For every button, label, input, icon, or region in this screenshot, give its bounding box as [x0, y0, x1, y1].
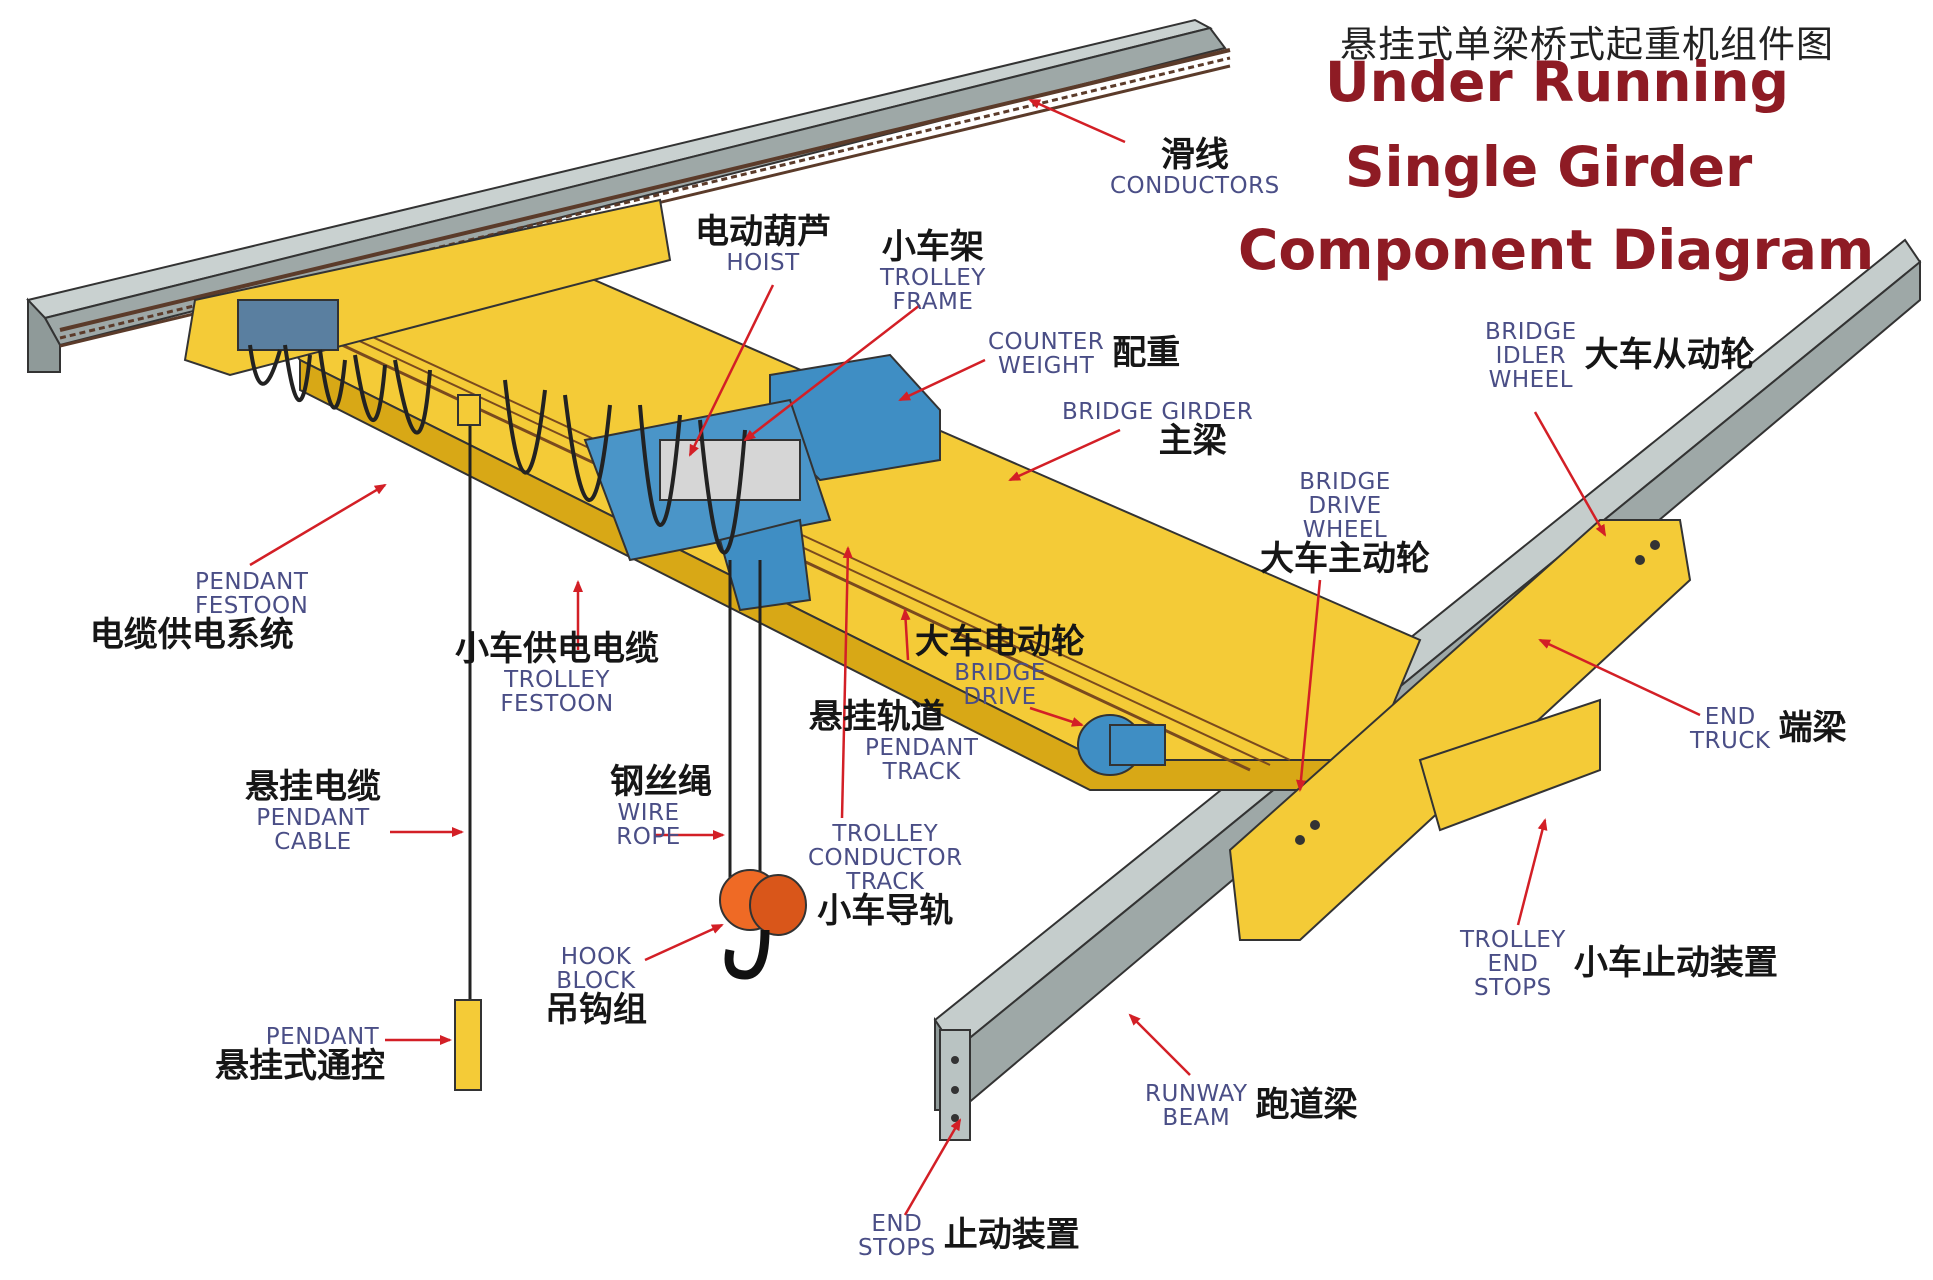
label-trolley-festoon-en1: TROLLEY	[504, 666, 610, 693]
label-bridge-drive-wheel: BRIDGE DRIVE WHEEL 大车主动轮	[1260, 470, 1430, 578]
label-pendant-cable-en2: CABLE	[274, 828, 352, 855]
label-hook-block-cn: 吊钩组	[545, 990, 647, 1031]
label-bridge-girder-cn: 主梁	[1158, 421, 1227, 462]
label-pendant-track: 悬挂轨道 PENDANT TRACK	[775, 697, 979, 785]
label-counter-weight-en1: COUNTER	[988, 329, 1105, 355]
hook-assembly	[719, 560, 807, 980]
label-trolley-end-stops-en2: END	[1487, 951, 1539, 978]
label-trolley-conductor-track-cn: 小车导轨	[817, 891, 954, 932]
label-bridge-girder-en: BRIDGE GIRDER	[1062, 399, 1254, 425]
title-chinese: 悬挂式单梁桥式起重机组件图	[1340, 23, 1834, 66]
label-conductors: 滑线 CONDUCTORS	[1110, 135, 1280, 199]
label-bridge-drive-wheel-en2: DRIVE	[1308, 493, 1382, 520]
label-trolley-frame-en1: TROLLEY	[880, 264, 986, 291]
label-bridge-drive-en2: DRIVE	[963, 683, 1037, 710]
label-trolley-end-stops: TROLLEY END STOPS 小车止动装置	[1460, 927, 1778, 1002]
label-bridge-drive-wheel-en1: BRIDGE	[1299, 469, 1391, 495]
right-end-truck	[1228, 519, 1692, 941]
title-line-1: Under Running	[1325, 50, 1789, 114]
label-trolley-frame-cn: 小车架	[881, 227, 984, 267]
leader-arrows	[249, 98, 1701, 1216]
label-bridge-idler-wheel-cn: 大车从动轮	[1584, 335, 1755, 376]
bridge-drive-motor	[1077, 714, 1166, 776]
label-bridge-drive-wheel-cn: 大车主动轮	[1260, 539, 1430, 580]
label-end-truck-en2: TRUCK	[1690, 728, 1771, 755]
label-trolley-frame: 小车架 TROLLEY FRAME	[880, 227, 986, 315]
label-wire-rope-en2: ROPE	[616, 823, 681, 850]
label-pendant-track-en2: TRACK	[882, 758, 961, 785]
label-trolley-festoon-cn: 小车供电电缆	[455, 629, 659, 669]
label-pendant-cn: 悬挂式通控	[215, 1046, 385, 1087]
label-trolley-end-stops-en1: TROLLEY	[1460, 927, 1566, 953]
label-bridge-drive-en1: BRIDGE	[954, 659, 1046, 686]
label-bridge-idler-wheel-en3: WHEEL	[1488, 367, 1574, 394]
label-bridge-idler-wheel-en2: IDLER	[1495, 343, 1566, 370]
label-pendant-cable-en1: PENDANT	[256, 804, 370, 831]
label-pendant-cable: 悬挂电缆 PENDANT CABLE	[245, 767, 381, 855]
label-end-stops: END STOPS 止动装置	[858, 1212, 1080, 1260]
label-bridge-drive: 大车电动轮 BRIDGE DRIVE	[915, 622, 1085, 710]
left-end-truck	[183, 198, 672, 377]
label-bridge-drive-cn: 大车电动轮	[915, 622, 1085, 662]
label-hook-block-en1: HOOK	[560, 944, 632, 970]
label-hook-block-en2: BLOCK	[556, 968, 636, 995]
label-trolley-conductor-track-en2: CONDUCTOR	[808, 845, 963, 872]
label-hoist: 电动葫芦 HOIST	[695, 212, 831, 276]
label-end-truck-en1: END	[1704, 704, 1756, 730]
label-end-stops-en2: STOPS	[858, 1235, 936, 1262]
label-pendant-festoon-en1: PENDANT	[195, 569, 309, 595]
label-trolley-conductor-track-en1: TROLLEY	[832, 821, 939, 847]
label-trolley-end-stops-cn: 小车止动装置	[1573, 943, 1778, 984]
label-counter-weight-cn: 配重	[1112, 333, 1181, 374]
label-runway-beam-en2: BEAM	[1162, 1105, 1231, 1132]
label-pendant-track-cn: 悬挂轨道	[808, 697, 945, 737]
label-bridge-girder: BRIDGE GIRDER 主梁	[1062, 400, 1253, 460]
label-trolley-festoon: 小车供电电缆 TROLLEY FESTOON	[455, 629, 659, 717]
label-wire-rope-cn: 钢丝绳	[610, 762, 712, 802]
label-bridge-idler-wheel-en1: BRIDGE	[1485, 319, 1577, 345]
label-hoist-cn: 电动葫芦	[695, 212, 831, 252]
label-pendant-festoon: PENDANT FESTOON 电缆供电系统	[75, 570, 308, 654]
label-runway-beam-en1: RUNWAY	[1145, 1081, 1248, 1107]
label-pendant-en: PENDANT	[265, 1024, 380, 1050]
label-pendant: PENDANT 悬挂式通控	[215, 1025, 385, 1085]
label-hook-block: HOOK BLOCK 吊钩组	[545, 945, 647, 1029]
label-trolley-festoon-en2: FESTOON	[500, 690, 614, 717]
pendant-assembly	[454, 394, 482, 1091]
label-end-truck: END TRUCK 端梁	[1690, 705, 1847, 753]
title-line-3: Component Diagram	[1238, 218, 1875, 282]
label-hoist-en: HOIST	[726, 249, 800, 276]
label-wire-rope: 钢丝绳 WIRE ROPE	[585, 762, 712, 850]
label-bridge-idler-wheel: BRIDGE IDLER WHEEL 大车从动轮	[1485, 319, 1755, 394]
label-end-stops-cn: 止动装置	[943, 1215, 1080, 1256]
label-runway-beam-cn: 跑道梁	[1255, 1085, 1358, 1126]
title-line-2: Single Girder	[1345, 135, 1753, 199]
label-conductors-cn: 滑线	[1160, 135, 1229, 175]
label-pendant-track-en1: PENDANT	[865, 734, 979, 761]
label-pendant-festoon-cn: 电缆供电系统	[89, 615, 294, 656]
label-bridge-drive-wheel-en3: WHEEL	[1302, 517, 1388, 544]
label-conductors-en: CONDUCTORS	[1110, 172, 1280, 199]
label-pendant-cable-cn: 悬挂电缆	[245, 767, 381, 807]
label-wire-rope-en1: WIRE	[617, 799, 680, 826]
label-counter-weight-en2: WEIGHT	[998, 353, 1095, 380]
label-trolley-conductor-track-en3: TRACK	[846, 869, 925, 896]
label-end-truck-cn: 端梁	[1778, 708, 1847, 749]
label-trolley-conductor-track: TROLLEY CONDUCTOR TRACK 小车导轨	[808, 822, 963, 930]
label-end-stops-en1: END	[871, 1211, 923, 1237]
label-trolley-end-stops-en3: STOPS	[1474, 975, 1552, 1002]
label-pendant-festoon-en2: FESTOON	[195, 593, 309, 620]
label-trolley-frame-en2: FRAME	[892, 288, 974, 315]
label-runway-beam: RUNWAY BEAM 跑道梁	[1145, 1082, 1358, 1130]
pendant-festoon-loops	[248, 344, 747, 555]
label-counter-weight: COUNTER WEIGHT 配重	[988, 330, 1180, 378]
